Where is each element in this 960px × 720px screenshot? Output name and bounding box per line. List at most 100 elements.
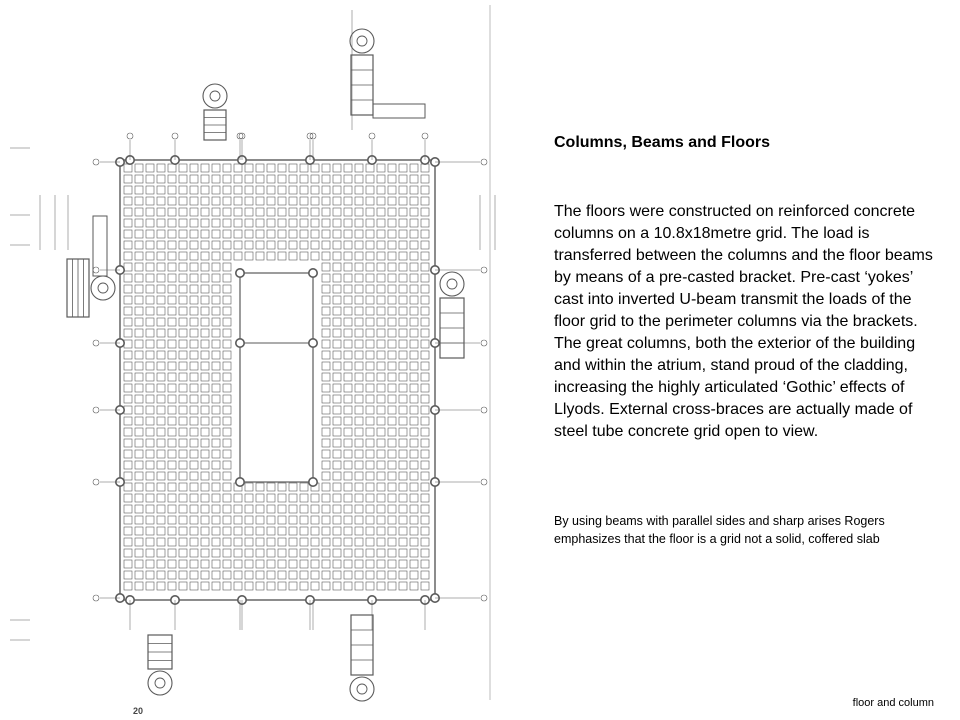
grid-cell	[409, 537, 419, 547]
grid-cell	[156, 559, 166, 569]
grid-cell	[123, 361, 133, 371]
grid-cell	[178, 372, 188, 382]
grid-cell	[233, 515, 243, 525]
grid-cell	[200, 471, 210, 481]
grid-cell	[288, 174, 298, 184]
grid-cell	[376, 218, 386, 228]
grid-cell	[134, 548, 144, 558]
grid-cell	[277, 537, 287, 547]
grid-cell	[321, 328, 331, 338]
grid-cell	[288, 493, 298, 503]
grid-cell	[134, 273, 144, 283]
grid-cell	[332, 174, 342, 184]
grid-cell	[211, 240, 221, 250]
grid-cell	[321, 174, 331, 184]
grid-cell	[156, 240, 166, 250]
grid-cell	[321, 229, 331, 239]
grid-cell	[189, 482, 199, 492]
grid-cell	[178, 559, 188, 569]
grid-cell	[178, 185, 188, 195]
grid-cell	[409, 416, 419, 426]
axis-bubble	[92, 594, 100, 602]
grid-cell	[200, 416, 210, 426]
grid-cell	[134, 306, 144, 316]
grid-cell	[211, 207, 221, 217]
grid-cell	[123, 570, 133, 580]
grid-cell	[376, 405, 386, 415]
grid-cell	[156, 229, 166, 239]
grid-cell	[156, 306, 166, 316]
grid-cell	[376, 284, 386, 294]
grid-cell	[222, 284, 232, 294]
grid-cell	[189, 339, 199, 349]
grid-cell	[156, 339, 166, 349]
grid-cell	[189, 284, 199, 294]
grid-cell	[134, 416, 144, 426]
grid-cell	[321, 361, 331, 371]
grid-cell	[332, 449, 342, 459]
grid-cell	[134, 240, 144, 250]
grid-cell	[156, 416, 166, 426]
grid-cell	[321, 493, 331, 503]
grid-cell	[178, 449, 188, 459]
grid-cell	[233, 218, 243, 228]
grid-cell	[156, 405, 166, 415]
grid-cell	[387, 295, 397, 305]
grid-cell	[189, 504, 199, 514]
grid-cell	[156, 174, 166, 184]
grid-cell	[321, 262, 331, 272]
grid-cell	[123, 471, 133, 481]
grid-cell	[222, 493, 232, 503]
grid-cell	[398, 251, 408, 261]
grid-cell	[145, 229, 155, 239]
grid-cell	[420, 570, 430, 580]
axis-bubble	[368, 132, 376, 140]
grid-cell	[222, 537, 232, 547]
page-number: 20	[133, 706, 143, 716]
grid-cell	[134, 284, 144, 294]
grid-cell	[222, 449, 232, 459]
grid-cell	[189, 174, 199, 184]
grid-cell	[222, 185, 232, 195]
grid-cell	[398, 262, 408, 272]
grid-cell	[244, 229, 254, 239]
grid-cell	[233, 240, 243, 250]
grid-cell	[288, 537, 298, 547]
grid-cell	[288, 196, 298, 206]
grid-cell	[376, 471, 386, 481]
grid-cell	[376, 229, 386, 239]
grid-cell	[244, 185, 254, 195]
grid-cell	[233, 559, 243, 569]
grid-cell	[343, 559, 353, 569]
grid-cell	[277, 163, 287, 173]
grid-cell	[387, 559, 397, 569]
axis-bubble	[238, 132, 246, 140]
grid-cell	[145, 526, 155, 536]
grid-cell	[167, 383, 177, 393]
grid-cell	[354, 504, 364, 514]
grid-cell	[354, 427, 364, 437]
grid-cell	[134, 218, 144, 228]
grid-cell	[321, 526, 331, 536]
grid-cell	[365, 284, 375, 294]
grid-cell	[398, 482, 408, 492]
grid-cell	[343, 537, 353, 547]
grid-cell	[376, 581, 386, 591]
grid-cell	[420, 405, 430, 415]
grid-cell	[222, 339, 232, 349]
grid-cell	[134, 526, 144, 536]
grid-cell	[123, 449, 133, 459]
grid-cell	[343, 174, 353, 184]
grid-cell	[266, 548, 276, 558]
grid-cell	[409, 174, 419, 184]
grid-cell	[409, 504, 419, 514]
grid-cell	[387, 262, 397, 272]
column	[235, 337, 246, 348]
grid-cell	[332, 328, 342, 338]
atrium-void	[239, 272, 314, 483]
grid-cell	[167, 570, 177, 580]
grid-cell	[145, 317, 155, 327]
grid-cell	[211, 405, 221, 415]
column	[307, 476, 318, 487]
grid-cell	[200, 251, 210, 261]
